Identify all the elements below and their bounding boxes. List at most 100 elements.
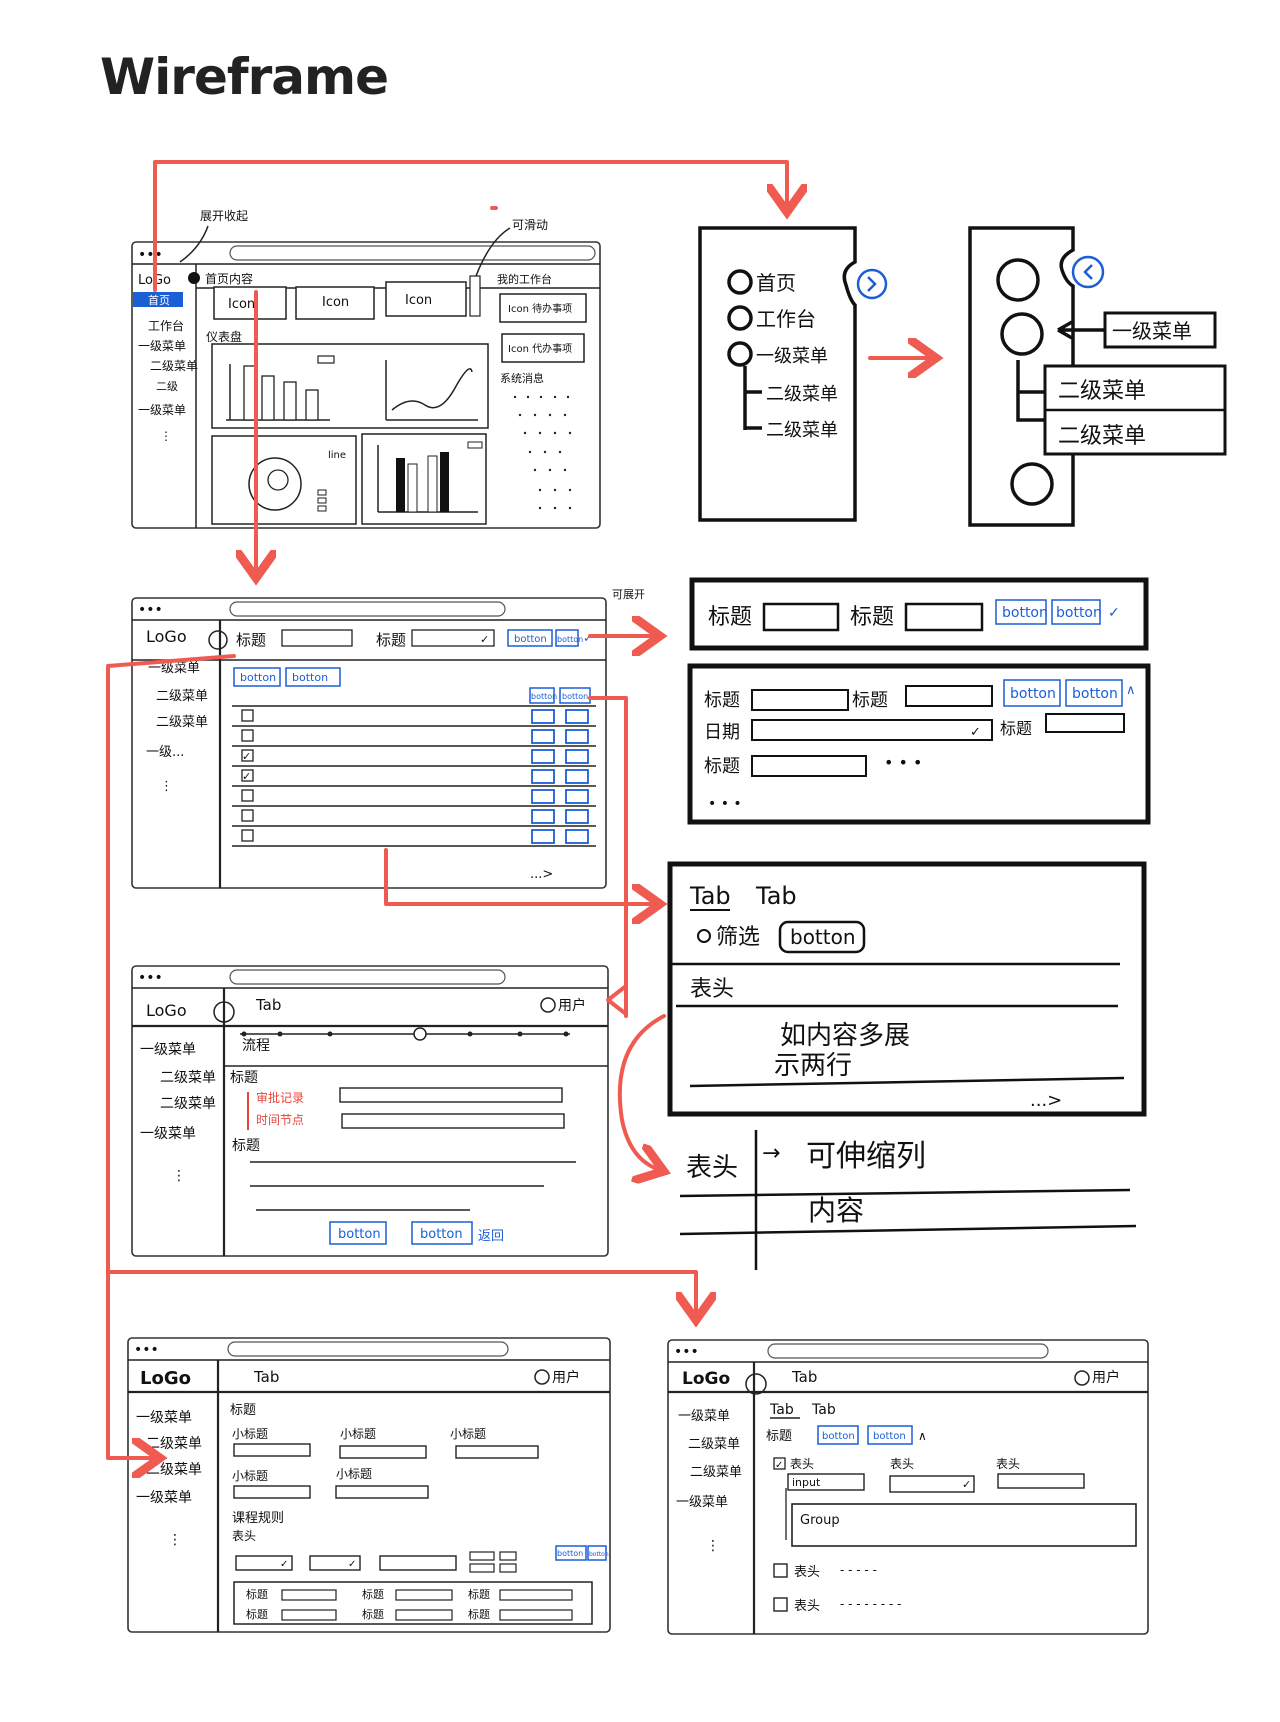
form-user[interactable]: 用户 bbox=[552, 1369, 580, 1386]
flyout-level2-a[interactable]: 二级菜单 bbox=[1058, 379, 1146, 404]
edit-btn1[interactable]: botton bbox=[822, 1431, 855, 1442]
dash-nav-6[interactable]: 一级菜单 bbox=[138, 403, 186, 417]
dash-nav-5[interactable]: 二级 bbox=[156, 380, 178, 393]
edit-btn2[interactable]: botton bbox=[873, 1431, 906, 1442]
list-nav-1[interactable]: 一级菜单 bbox=[148, 661, 200, 676]
edit-input[interactable]: input bbox=[792, 1476, 821, 1489]
form-select-1[interactable] bbox=[235, 1555, 293, 1571]
edit-tab-1[interactable]: Tab bbox=[769, 1402, 794, 1418]
fc-btn2[interactable]: botton bbox=[1056, 605, 1102, 621]
detail-field-2[interactable] bbox=[341, 1113, 565, 1129]
fe-input1[interactable] bbox=[751, 689, 849, 711]
form-input-1[interactable] bbox=[379, 1555, 457, 1571]
dash-card-2[interactable]: Icon bbox=[322, 295, 349, 310]
detail-btn1[interactable]: botton bbox=[338, 1227, 381, 1242]
edit-field-label-3: 表头 bbox=[996, 1457, 1020, 1471]
dash-nav-1[interactable]: 首页 bbox=[148, 293, 170, 307]
fe-btn1[interactable]: botton bbox=[1010, 686, 1056, 702]
list-nav-4[interactable]: 一级... bbox=[146, 745, 184, 760]
edit-tab-2[interactable]: Tab bbox=[811, 1402, 836, 1418]
detail-field-1[interactable] bbox=[339, 1087, 563, 1103]
detail-collapse-icon[interactable] bbox=[213, 1001, 235, 1023]
sidebar-item-level1[interactable]: 一级菜单 bbox=[756, 346, 828, 367]
edit-user[interactable]: 用户 bbox=[1092, 1369, 1120, 1386]
edit-nav-1[interactable]: 一级菜单 bbox=[678, 1409, 730, 1424]
flyout-level2-b[interactable]: 二级菜单 bbox=[1058, 424, 1146, 449]
edit-input-3[interactable] bbox=[997, 1473, 1085, 1489]
form-tab[interactable]: Tab bbox=[253, 1368, 279, 1386]
list-collapse-icon[interactable] bbox=[208, 630, 228, 650]
form-user-avatar[interactable] bbox=[534, 1369, 550, 1385]
edit-tab-top[interactable]: Tab bbox=[791, 1368, 817, 1386]
sidebar-item-workbench[interactable]: 工作台 bbox=[756, 307, 816, 331]
list-filter-btn1[interactable]: botton bbox=[514, 634, 547, 645]
form-nav-2[interactable]: 二级菜单 bbox=[146, 1436, 202, 1452]
detail-user-avatar[interactable] bbox=[540, 997, 556, 1013]
list-nav-3[interactable]: 二级菜单 bbox=[156, 715, 208, 730]
sidebar-item-home[interactable]: 首页 bbox=[756, 271, 796, 295]
list-row-btn1[interactable]: botton bbox=[531, 692, 557, 701]
collapse-toggle-icon[interactable] bbox=[856, 268, 888, 300]
detail-nav-4[interactable]: 一级菜单 bbox=[140, 1126, 196, 1142]
tt-tab-1[interactable]: Tab bbox=[689, 882, 731, 910]
fe-date-input[interactable] bbox=[751, 719, 993, 741]
edit-collapse-icon[interactable] bbox=[745, 1373, 767, 1395]
form-nav-3[interactable]: 二级菜单 bbox=[146, 1462, 202, 1478]
detail-nav-2[interactable]: 二级菜单 bbox=[160, 1070, 216, 1086]
flyout-level1[interactable]: 一级菜单 bbox=[1112, 319, 1192, 343]
tt-tab-2[interactable]: Tab bbox=[755, 882, 797, 910]
list-filter-btn2[interactable]: botton bbox=[557, 635, 583, 644]
fe-input5[interactable] bbox=[751, 755, 867, 777]
dash-todo-1[interactable]: Icon 待办事项 bbox=[508, 302, 572, 315]
detail-tab[interactable]: Tab bbox=[255, 996, 281, 1014]
form-select-2[interactable] bbox=[309, 1555, 361, 1571]
tt-btn[interactable]: botton bbox=[790, 925, 856, 949]
tt-filter[interactable]: 筛选 bbox=[716, 925, 760, 950]
dash-nav-4[interactable]: 二级菜单 bbox=[150, 359, 198, 373]
dash-card-1[interactable]: Icon bbox=[228, 297, 255, 312]
edit-nav-3[interactable]: 二级菜单 bbox=[690, 1465, 742, 1480]
fe-input2[interactable] bbox=[905, 685, 993, 707]
list-nav-2[interactable]: 二级菜单 bbox=[156, 689, 208, 704]
fc-input1[interactable] bbox=[762, 602, 840, 632]
form-nav-1[interactable]: 一级菜单 bbox=[136, 1410, 192, 1426]
svg-text:- - - - -: - - - - - bbox=[840, 1563, 877, 1577]
list-row-btn2[interactable]: botton bbox=[562, 692, 588, 701]
dash-card-3[interactable]: Icon bbox=[405, 293, 432, 308]
detail-btn2[interactable]: botton bbox=[420, 1227, 463, 1242]
sidebar-item-level2-a[interactable]: 二级菜单 bbox=[766, 384, 838, 405]
detail-back[interactable]: 返回 bbox=[478, 1229, 504, 1244]
svg-text:✓: ✓ bbox=[242, 770, 251, 783]
edit-nav-4[interactable]: 一级菜单 bbox=[676, 1495, 728, 1510]
dash-nav-2[interactable]: 工作台 bbox=[148, 318, 184, 333]
fe-label5: 标题 bbox=[704, 756, 740, 777]
detail-nav-3[interactable]: 二级菜单 bbox=[160, 1096, 216, 1112]
list-filter-select[interactable] bbox=[411, 629, 495, 647]
edit-user-avatar[interactable] bbox=[1074, 1370, 1090, 1386]
detail-nav-1[interactable]: 一级菜单 bbox=[140, 1042, 196, 1058]
list-action-btn2[interactable]: botton bbox=[292, 671, 328, 684]
edit-row-checkbox-2[interactable] bbox=[773, 1597, 788, 1612]
form-btn1[interactable]: botton bbox=[557, 1549, 583, 1558]
tt-pager[interactable]: ...> bbox=[1030, 1090, 1062, 1111]
detail-user[interactable]: 用户 bbox=[558, 997, 586, 1014]
svg-text:• • •: • • • bbox=[884, 753, 922, 772]
form-nav-4[interactable]: 一级菜单 bbox=[136, 1490, 192, 1506]
form-btn2[interactable]: botton bbox=[589, 1551, 609, 1558]
fe-input4[interactable] bbox=[1045, 713, 1125, 733]
fc-input2[interactable] bbox=[904, 602, 984, 632]
dash-todo-2[interactable]: Icon 代办事项 bbox=[508, 342, 572, 355]
edit-row-checkbox-1[interactable] bbox=[773, 1563, 788, 1578]
fc-btn1[interactable]: botton bbox=[1002, 605, 1048, 621]
sidebar-item-level2-b[interactable]: 二级菜单 bbox=[766, 420, 838, 441]
svg-text:• • •: • • • bbox=[708, 796, 742, 812]
list-action-btn1[interactable]: botton bbox=[240, 671, 276, 684]
list-filter-input1[interactable] bbox=[281, 629, 353, 647]
dash-nav-3[interactable]: 一级菜单 bbox=[138, 339, 186, 353]
edit-select[interactable] bbox=[889, 1475, 975, 1493]
list-pager[interactable]: ...> bbox=[530, 867, 553, 882]
svg-text:✓: ✓ bbox=[583, 631, 593, 645]
edit-nav-2[interactable]: 二级菜单 bbox=[688, 1437, 740, 1452]
fe-btn2[interactable]: botton bbox=[1072, 686, 1118, 702]
expand-toggle-icon[interactable] bbox=[1071, 255, 1105, 289]
